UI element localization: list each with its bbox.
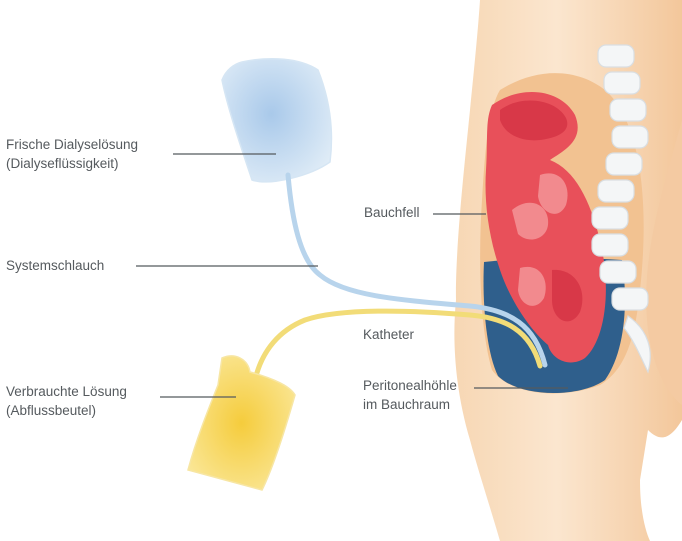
label-cavity: Peritonealhöhle im Bauchraum [363,376,457,414]
fresh-solution-bag [222,59,332,182]
label-peritoneum: Bauchfell [364,203,420,222]
label-system-tube: Systemschlauch [6,256,104,275]
label-fresh-solution: Frische Dialyselösung (Dialyseflüssigkei… [6,135,138,173]
label-used-solution: Verbrauchte Lösung (Abflussbeutel) [6,382,127,420]
used-solution-bag [188,356,295,490]
label-catheter: Katheter [363,325,414,344]
